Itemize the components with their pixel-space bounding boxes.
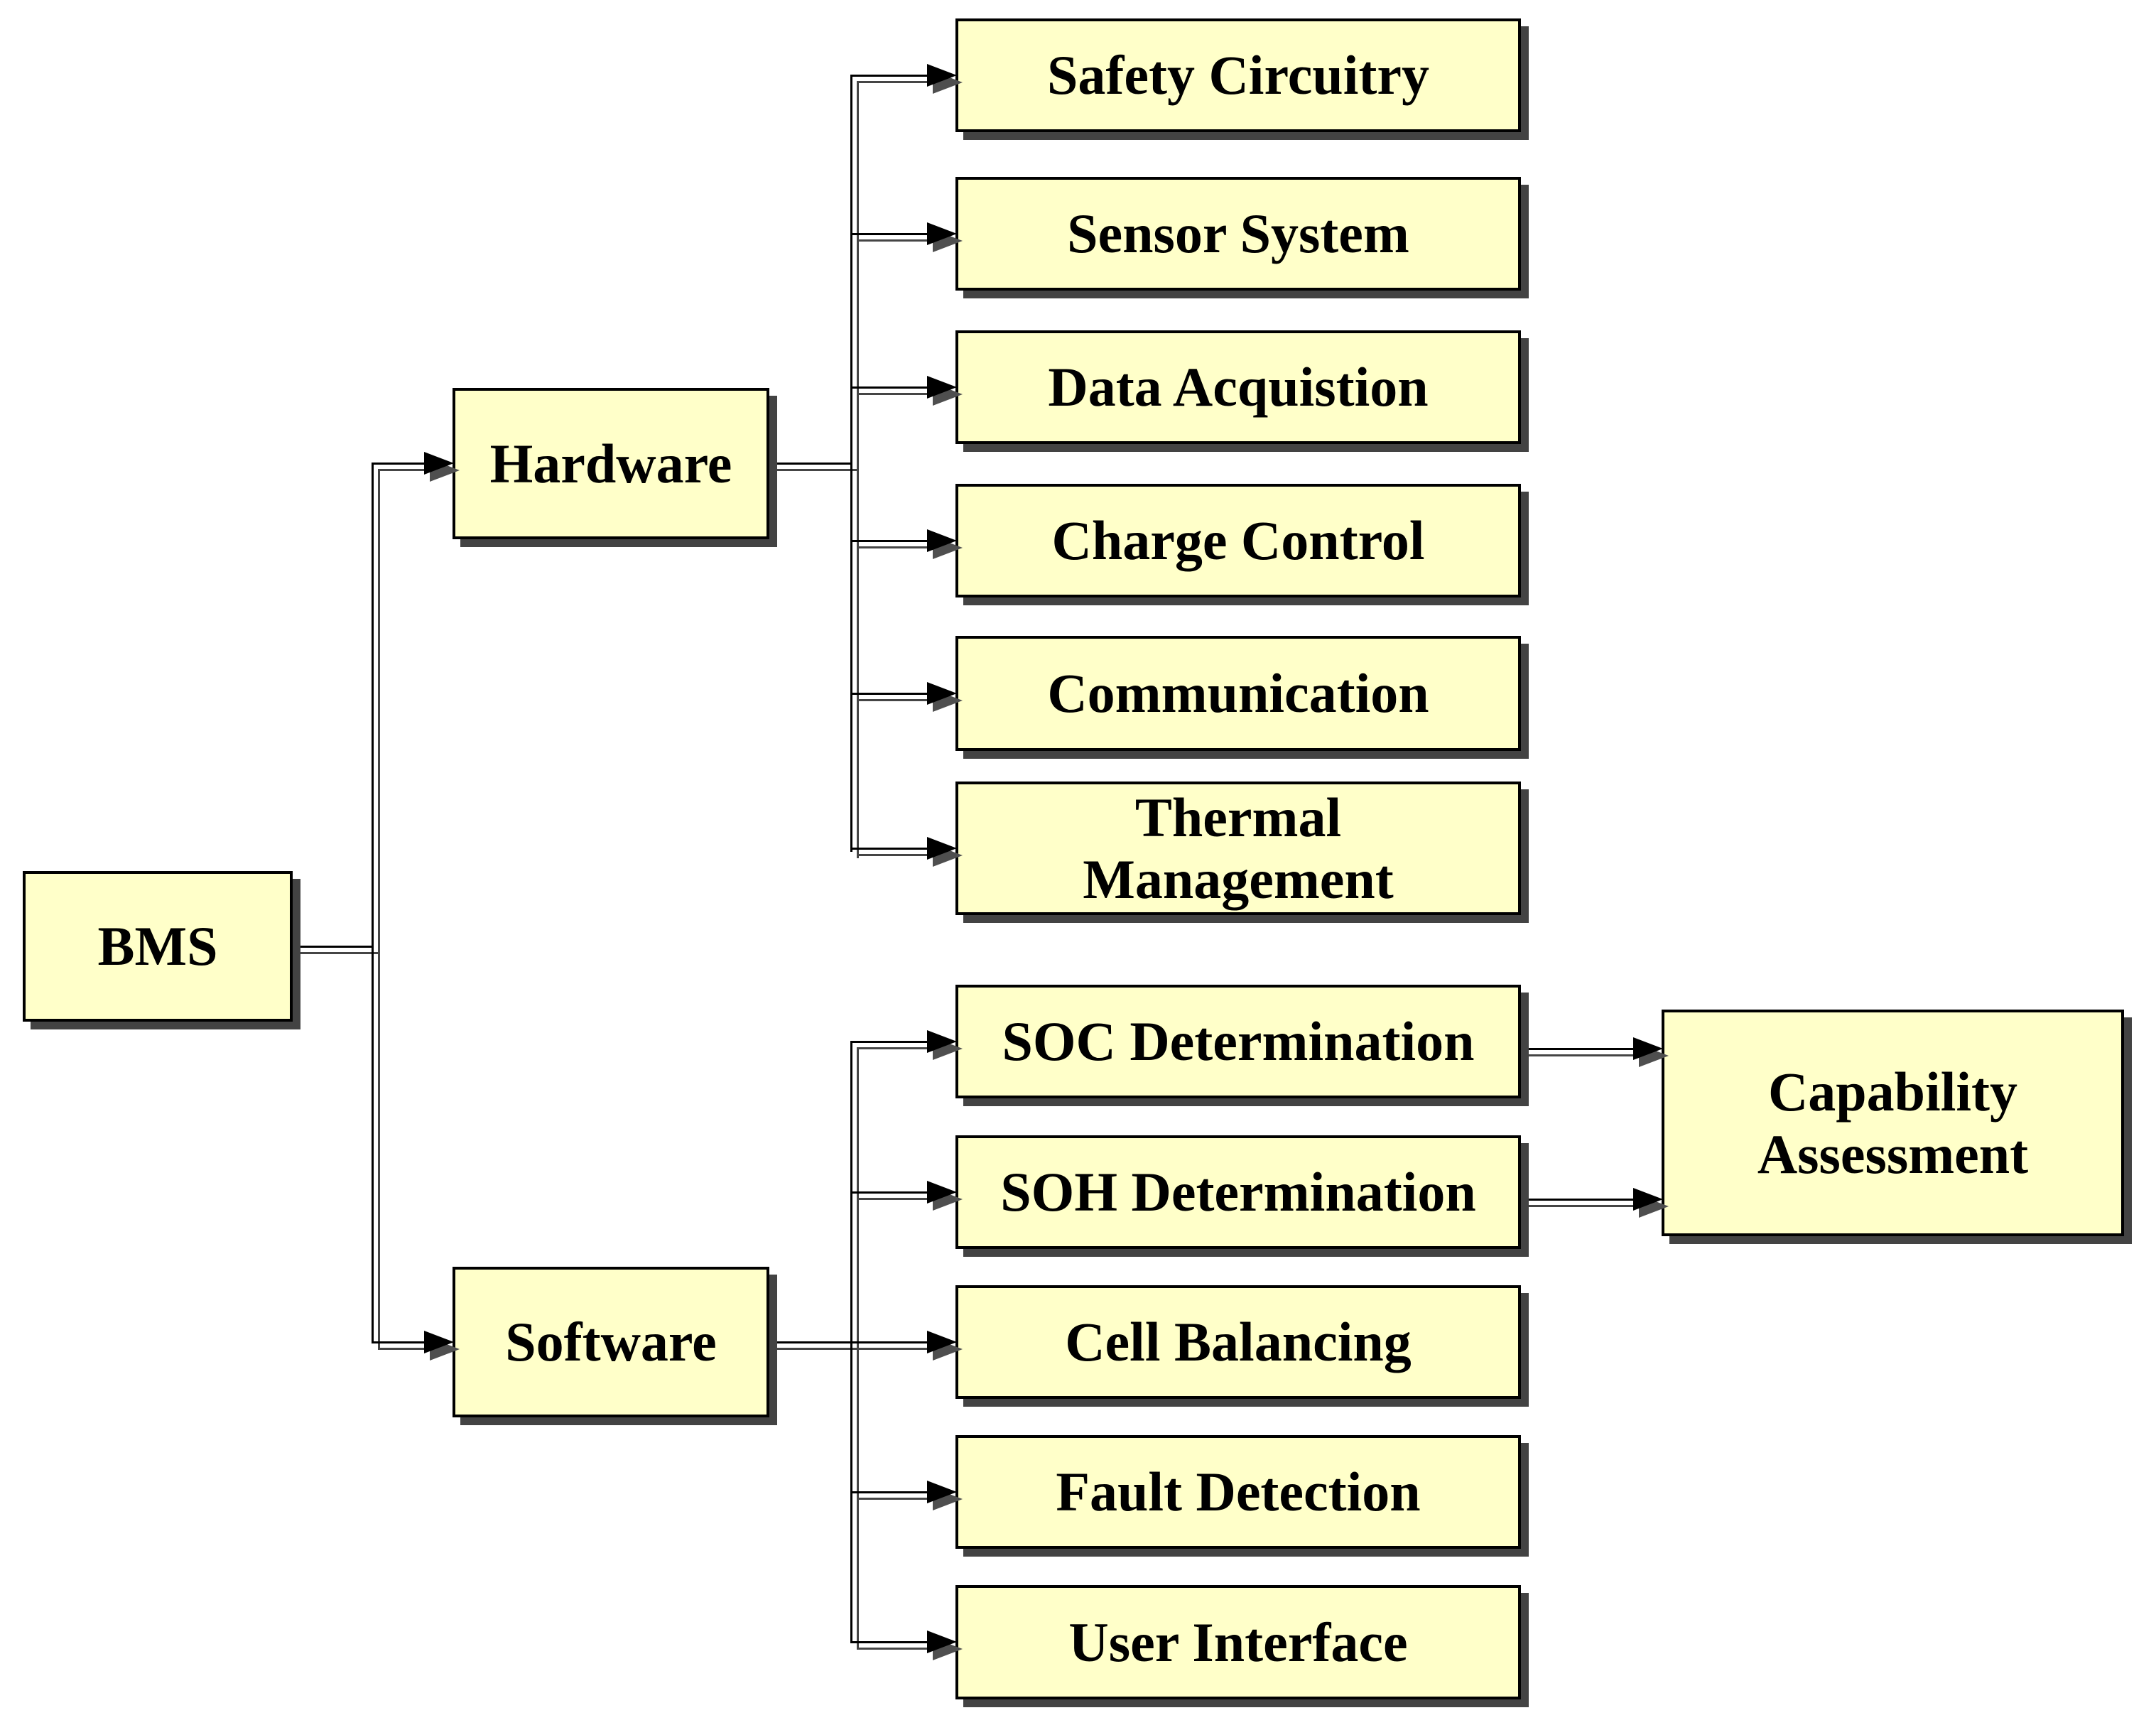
node-charge-control: Charge Control — [955, 484, 1521, 597]
connector-into-cell — [850, 1341, 934, 1343]
node-thermal-management: Thermal Management — [955, 782, 1521, 915]
arrow-into-charge — [927, 529, 963, 559]
arrow-into-cell — [927, 1331, 963, 1361]
node-communication: Communication — [955, 636, 1521, 751]
connector-hardware-out — [767, 463, 852, 465]
connector-into-safety — [850, 75, 934, 77]
arrowhead-icon — [424, 1331, 454, 1353]
arrow-into-safety — [927, 64, 963, 94]
connector-into-hardware — [372, 463, 434, 465]
arrowhead-icon — [927, 376, 957, 399]
connector-into-fault — [850, 1491, 934, 1493]
arrow-into-user — [927, 1631, 963, 1660]
node-cell-balancing: Cell Balancing — [955, 1285, 1521, 1399]
arrowhead-icon — [927, 64, 957, 87]
arrow-into-capability-from-soc — [1633, 1037, 1669, 1067]
arrowhead-icon — [424, 452, 454, 475]
arrow-into-hardware — [424, 452, 460, 482]
node-software: Software — [453, 1267, 769, 1417]
connector-into-communication — [850, 693, 934, 695]
connector-into-user — [850, 1641, 934, 1643]
arrow-into-capability-from-soh — [1633, 1188, 1669, 1218]
node-soc-determination: SOC Determination — [955, 985, 1521, 1098]
arrow-into-software — [424, 1331, 460, 1361]
arrowhead-icon — [927, 1181, 957, 1204]
arrowhead-icon — [1633, 1037, 1663, 1060]
arrowhead-icon — [927, 837, 957, 860]
node-bms: BMS — [23, 871, 293, 1022]
node-capability-assessment: Capability Assessment — [1662, 1010, 2124, 1236]
node-data-acquistion: Data Acquistion — [955, 330, 1521, 444]
node-safety-circuitry: Safety Circuitry — [955, 18, 1521, 132]
arrow-into-data — [927, 376, 963, 406]
connector-into-data — [850, 386, 934, 389]
connector-into-thermal — [850, 848, 934, 850]
connector-into-sensor — [850, 233, 934, 235]
arrowhead-icon — [927, 529, 957, 552]
arrowhead-icon — [927, 682, 957, 705]
connector-soh-to-capability — [1521, 1199, 1638, 1201]
connector-into-charge — [850, 540, 934, 542]
arrow-into-communication — [927, 682, 963, 712]
connector-bms-trunk — [372, 463, 374, 1343]
connector-soc-to-capability — [1521, 1048, 1638, 1050]
arrow-into-sensor — [927, 222, 963, 252]
arrowhead-icon — [927, 1030, 957, 1053]
arrow-into-thermal — [927, 837, 963, 867]
connector-into-soc — [850, 1041, 934, 1043]
arrow-into-fault — [927, 1481, 963, 1510]
arrowhead-icon — [1633, 1188, 1663, 1211]
connector-hardware-trunk — [850, 75, 852, 852]
node-user-interface: User Interface — [955, 1585, 1521, 1699]
connector-into-soh — [850, 1191, 934, 1194]
connector-into-software — [372, 1341, 434, 1343]
connector-bms-out — [291, 946, 374, 948]
arrowhead-icon — [927, 1481, 957, 1503]
arrow-into-soh — [927, 1181, 963, 1211]
arrow-into-soc — [927, 1030, 963, 1060]
node-sensor-system: Sensor System — [955, 177, 1521, 291]
arrowhead-icon — [927, 222, 957, 245]
arrowhead-icon — [927, 1631, 957, 1653]
node-hardware: Hardware — [453, 388, 769, 539]
node-fault-detection: Fault Detection — [955, 1435, 1521, 1549]
connector-software-out — [768, 1341, 852, 1343]
node-soh-determination: SOH Determination — [955, 1135, 1521, 1249]
arrowhead-icon — [927, 1331, 957, 1353]
